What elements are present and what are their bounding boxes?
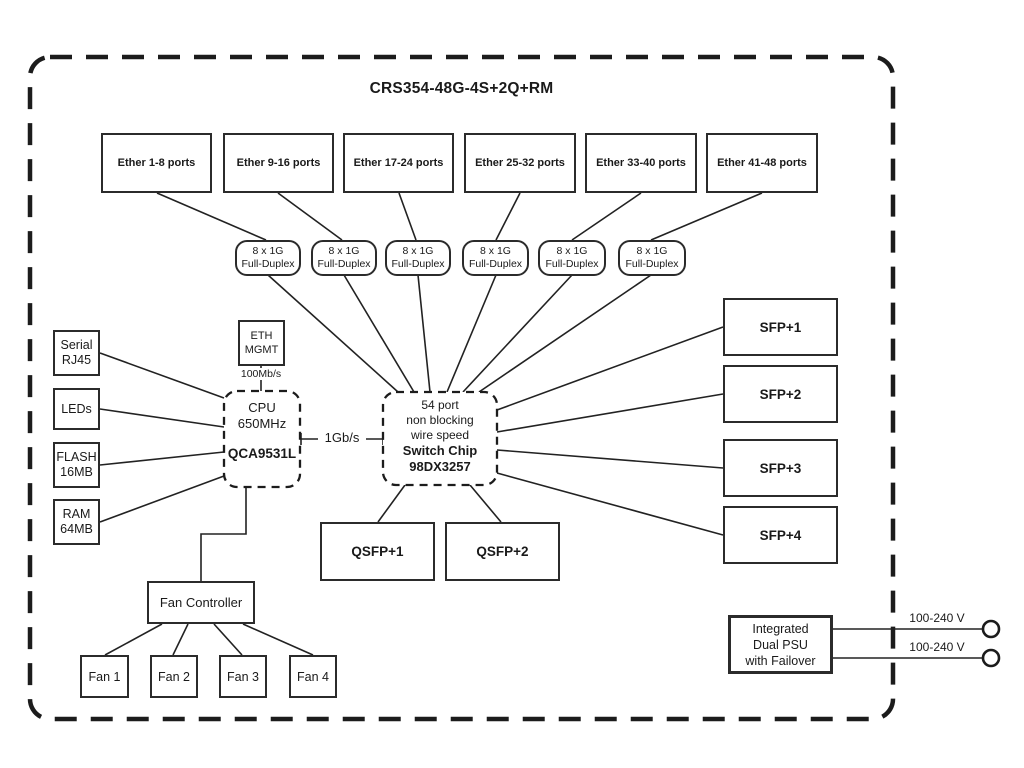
switch-chip-dashed-border — [381, 390, 499, 487]
power-input-label-1: 100-240 V — [909, 611, 965, 625]
connector-ether6-duplex6 — [650, 192, 763, 241]
connector-fanctrl-fan2 — [172, 623, 189, 656]
qsfp1-box: QSFP+1 — [320, 522, 435, 581]
connector-ether4-duplex4 — [495, 192, 521, 241]
ether-ports-33-40-box: Ether 33-40 ports — [585, 133, 697, 193]
connector-leds-cpu — [99, 408, 225, 428]
flash-line1: FLASH — [56, 450, 97, 464]
eth-mgmt-line2: MGMT — [244, 344, 279, 356]
connector-switch-sfp3 — [496, 449, 724, 469]
duplex-switch-connectors — [267, 274, 652, 393]
fan4-box: Fan 4 — [289, 655, 337, 698]
connector-fanctrl-fan3 — [213, 623, 243, 656]
connector-ether3-duplex3 — [398, 192, 417, 241]
power-input-label-2: 100-240 V — [909, 640, 965, 654]
eth-mgmt-speed-label: 100Mb/s — [230, 368, 292, 380]
cpu-switch-speed-label: 1Gb/s — [318, 430, 366, 445]
duplex-line1: 8 x 1G — [328, 245, 360, 257]
duplex-line1: 8 x 1G — [480, 245, 511, 257]
cpu-peripheral-connectors — [99, 352, 225, 523]
connector-duplex1-switch — [267, 274, 399, 393]
connector-duplex6-switch — [478, 274, 652, 393]
ether-ports-17-24-box: Ether 17-24 ports — [343, 133, 454, 193]
ether-ports-1-8-box: Ether 1-8 ports — [101, 133, 212, 193]
connector-ram-cpu — [99, 475, 225, 523]
connector-switch-qsfp1 — [377, 484, 406, 523]
leds-label: LEDs — [61, 401, 92, 416]
ram-box: RAM 64MB — [53, 499, 100, 545]
fan-connectors — [104, 623, 314, 656]
connector-cpu-fancontroller — [200, 487, 247, 581]
psu-power-lines — [833, 628, 983, 659]
psu-line1: Integrated — [752, 621, 809, 636]
ether-ports-41-48-box: Ether 41-48 ports — [706, 133, 818, 193]
connector-switch-qsfp2 — [469, 484, 502, 523]
duplex-line1: 8 x 1G — [252, 245, 284, 257]
sfp4-box: SFP+4 — [723, 506, 838, 564]
connector-switch-sfp1 — [496, 326, 724, 411]
duplex-line2: Full-Duplex — [317, 258, 371, 270]
serial-line2: RJ45 — [61, 353, 92, 367]
duplex-group-4-box: 8 x 1G Full-Duplex — [462, 240, 529, 276]
duplex-group-5-box: 8 x 1G Full-Duplex — [538, 240, 606, 276]
sfp3-box: SFP+3 — [723, 439, 838, 497]
duplex-line2: Full-Duplex — [241, 258, 295, 270]
switch-qsfp-connectors — [377, 484, 502, 523]
connector-ether1-duplex1 — [156, 192, 267, 241]
duplex-group-6-box: 8 x 1G Full-Duplex — [618, 240, 686, 276]
connector-ether2-duplex2 — [277, 192, 343, 241]
cpu-dashed-border — [222, 389, 302, 489]
connector-switch-sfp2 — [496, 393, 724, 433]
duplex-line1: 8 x 1G — [402, 245, 434, 257]
power-inlet-circle-2 — [981, 648, 1001, 668]
ether-duplex-connectors — [156, 192, 763, 241]
duplex-line2: Full-Duplex — [468, 258, 523, 270]
fan3-box: Fan 3 — [219, 655, 267, 698]
connector-switch-sfp4 — [496, 472, 724, 536]
connector-duplex2-switch — [343, 274, 415, 393]
serial-line1: Serial — [60, 338, 93, 352]
duplex-group-1-box: 8 x 1G Full-Duplex — [235, 240, 301, 276]
switch-sfp-connectors — [496, 326, 724, 536]
connector-flash-cpu — [99, 451, 225, 466]
fan-controller-box: Fan Controller — [147, 581, 255, 624]
fan1-box: Fan 1 — [80, 655, 129, 698]
duplex-line1: 8 x 1G — [636, 245, 668, 257]
ether-ports-9-16-box: Ether 9-16 ports — [223, 133, 334, 193]
power-inlet-circle-1 — [981, 619, 1001, 639]
flash-line2: 16MB — [60, 465, 93, 479]
page-title: CRS354-48G-4S+2Q+RM — [369, 80, 554, 97]
ether-ports-25-32-box: Ether 25-32 ports — [464, 133, 576, 193]
duplex-line1: 8 x 1G — [556, 245, 588, 257]
flash-box: FLASH 16MB — [53, 442, 100, 488]
sfp2-box: SFP+2 — [723, 365, 838, 423]
sfp1-box: SFP+1 — [723, 298, 838, 356]
connector-duplex3-switch — [417, 274, 431, 393]
eth-mgmt-box: ETH MGMT — [238, 320, 285, 366]
connector-duplex4-switch — [446, 274, 497, 393]
duplex-group-3-box: 8 x 1G Full-Duplex — [385, 240, 451, 276]
duplex-line2: Full-Duplex — [391, 258, 445, 270]
psu-line2: Dual PSU — [753, 637, 808, 652]
psu-box: Integrated Dual PSU with Failover — [728, 615, 833, 674]
eth-mgmt-line1: ETH — [250, 330, 273, 342]
ram-line2: 64MB — [60, 522, 93, 536]
serial-rj45-box: Serial RJ45 — [53, 330, 100, 376]
connector-serial-cpu — [99, 352, 225, 399]
connector-duplex5-switch — [462, 274, 573, 393]
fan2-box: Fan 2 — [150, 655, 198, 698]
connector-fanctrl-fan1 — [104, 623, 163, 656]
ram-line1: RAM — [62, 507, 91, 521]
duplex-line2: Full-Duplex — [545, 258, 599, 270]
psu-line3: with Failover — [745, 653, 816, 668]
duplex-group-2-box: 8 x 1G Full-Duplex — [311, 240, 377, 276]
chassis-dashed-border — [27, 54, 896, 722]
leds-box: LEDs — [53, 388, 100, 430]
connector-ether5-duplex5 — [571, 192, 642, 241]
connector-fanctrl-fan4 — [242, 623, 314, 656]
duplex-line2: Full-Duplex — [625, 258, 679, 270]
qsfp2-box: QSFP+2 — [445, 522, 560, 581]
